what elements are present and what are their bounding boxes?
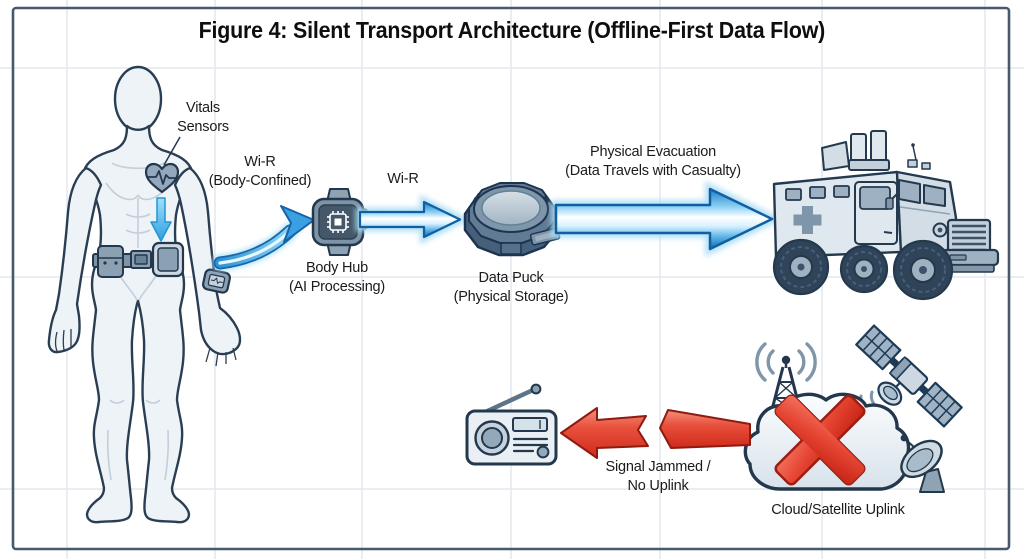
figure-title-text: Figure 4: Silent Transport Architecture … [198,17,826,43]
label-signal-jammed: Signal Jammed / No Uplink [605,459,711,494]
ground-dish-icon [900,434,945,493]
label-wi-r: Wi-R [387,171,419,187]
figure-finger-lines [54,329,237,367]
radio-display [512,417,548,432]
vehicle-door [854,181,898,245]
figure-muscle-lines [105,162,171,481]
body-data-down-arrow-icon [150,197,172,242]
belt-pouch [97,245,124,278]
evacuation-arrow-icon [551,181,784,257]
figure-left-arm [47,166,103,354]
satellite-icon [855,324,963,428]
radio-knob [536,445,550,459]
label-vitals-sensors: Vitals Sensors [177,100,229,135]
label-physical-evacuation: Physical Evacuation (Data Travels with C… [565,144,741,179]
chip-icon [327,211,349,233]
label-data-puck: Data Puck (Physical Storage) [453,270,569,305]
jammed-arrow-icon [560,407,751,459]
vehicle-wheels [772,238,954,301]
belt-kit-icon [92,241,185,278]
evac-vehicle-icon [772,130,1000,301]
label-pointer-line [163,136,181,166]
heart-ecg-icon [144,136,181,194]
figure-border [11,6,1011,551]
windshield [898,179,921,204]
figure-right-arm [173,166,242,356]
label-cloud-satellite-uplink: Cloud/Satellite Uplink [771,502,905,518]
medical-cross-icon [793,206,822,234]
wi-r-straight-arrow-icon [355,194,471,245]
figure-title: Figure 4: Silent Transport Architecture … [0,17,1024,44]
wrist-monitor-icon [202,268,231,294]
data-puck-icon [463,182,561,257]
label-body-hub: Body Hub (AI Processing) [288,260,386,295]
figure-head [113,65,163,133]
radio-waves-icon [755,342,817,382]
red-x-icon [774,394,866,486]
wi-r-curved-arrow-icon [212,205,315,271]
label-wi-r-body-confined: Wi-R (Body-Confined) [208,154,312,189]
radio-icon [465,383,558,466]
